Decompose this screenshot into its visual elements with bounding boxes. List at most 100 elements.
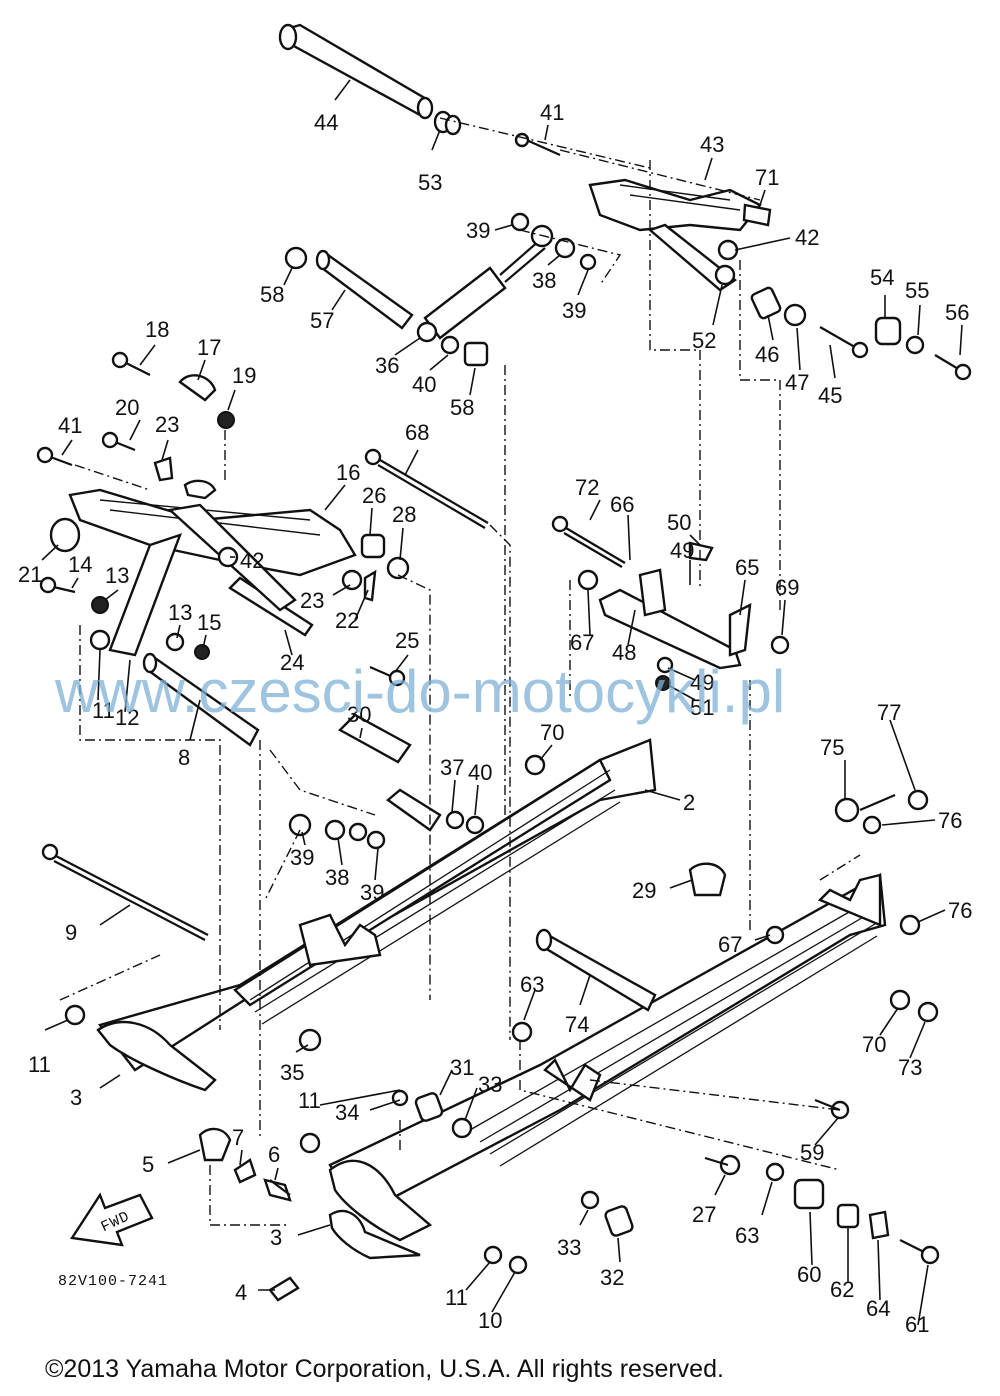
callout: 39 [466,218,490,243]
callout: 44 [314,110,338,135]
callout: 40 [412,372,436,397]
callout: 39 [360,880,384,905]
callout: 11 [298,1088,321,1113]
callout: 57 [310,308,334,333]
callout: 43 [700,132,724,157]
callout: 36 [375,353,399,378]
callout: 22 [335,608,359,633]
callout: 12 [115,705,139,730]
callout: 23 [300,588,324,613]
callout: 33 [557,1235,581,1260]
fwd-arrow: FWD [69,1192,154,1247]
callout: 74 [565,1012,589,1037]
callout: 71 [755,165,779,190]
callout: 49 [670,538,694,563]
callout: 7 [232,1125,244,1150]
callout-numbers: 44 53 41 43 71 39 38 39 42 54 55 56 58 5… [18,100,972,1337]
callout: 40 [468,760,492,785]
callout: 13 [105,563,129,588]
shock-absorber-lower [338,713,442,832]
diagram-code: 82V100-7241 [58,1273,168,1290]
callout: 58 [260,282,284,307]
callout: 46 [755,342,779,367]
callout: 50 [667,510,691,535]
callout: 51 [690,695,714,720]
callout: 20 [115,395,139,420]
callout: 72 [575,475,599,500]
callout: 39 [290,845,314,870]
callout: 13 [168,600,192,625]
callout: 5 [142,1152,154,1177]
callout: 75 [820,735,844,760]
short-bolts [36,132,972,1265]
callout: 76 [938,808,962,833]
callout: 3 [70,1085,82,1110]
callout: 11 [92,698,115,723]
callout: 55 [905,278,929,303]
shaft-44 [278,23,434,120]
callout: 38 [532,268,556,293]
callout: 62 [830,1277,854,1302]
callout: 45 [818,383,842,408]
callout: 10 [478,1308,502,1333]
callout: 65 [735,555,759,580]
callout: 63 [735,1223,759,1248]
callout: 17 [197,335,221,360]
callout: 64 [866,1296,890,1321]
callout: 11 [445,1285,468,1310]
callout: 42 [240,548,264,573]
rear-pivot-arm [588,178,772,292]
callout: 70 [862,1032,886,1057]
callout: 66 [610,492,634,517]
callout: 69 [775,575,799,600]
callout: 68 [405,420,429,445]
small-parts [49,110,939,1302]
callout: 76 [948,898,972,923]
callout: 41 [540,100,564,125]
callout: 58 [450,395,474,420]
callout: 16 [336,460,360,485]
callout: 14 [68,552,92,577]
callout: 67 [718,932,742,957]
callout: 30 [347,702,371,727]
callout: 24 [280,650,304,675]
callout: 28 [392,502,416,527]
callout: 18 [145,317,169,342]
callout: 49 [690,670,714,695]
callout: 48 [612,640,636,665]
shaft-8 [142,652,260,747]
callout: 70 [540,720,564,745]
callout: 3 [270,1225,282,1250]
leader-lines [41,79,963,1326]
callout: 54 [870,265,894,290]
runner-shoe-lower [328,1209,421,1260]
callout: 47 [785,370,809,395]
bolt-68 [364,448,489,529]
bolt-9 [41,843,209,941]
bolt-72 [551,515,626,568]
callout: 42 [795,225,819,250]
runner-shoe-front [96,1020,217,1092]
callout: 23 [155,412,179,437]
callout: 11 [28,1052,51,1077]
shaft-74 [535,928,657,1012]
callout: 31 [450,1055,474,1080]
callout: 32 [600,1265,624,1290]
callout: 38 [325,865,349,890]
runner-shoe-rear [328,1159,433,1242]
callout: 39 [562,298,586,323]
callout: 35 [280,1060,304,1085]
callout: 4 [235,1280,247,1305]
left-slide-rail [97,738,657,1072]
callout: 77 [877,700,901,725]
callout: 29 [632,878,656,903]
callout: 26 [362,483,386,508]
callout: 8 [178,745,190,770]
callout: 63 [520,972,544,997]
shaft-24 [228,576,314,637]
callout: 27 [692,1202,716,1227]
center-linkage [598,568,752,670]
callout: 52 [692,328,716,353]
watermark: www.czesci-do-motocykli.pl [54,658,785,725]
callout: 67 [570,630,594,655]
